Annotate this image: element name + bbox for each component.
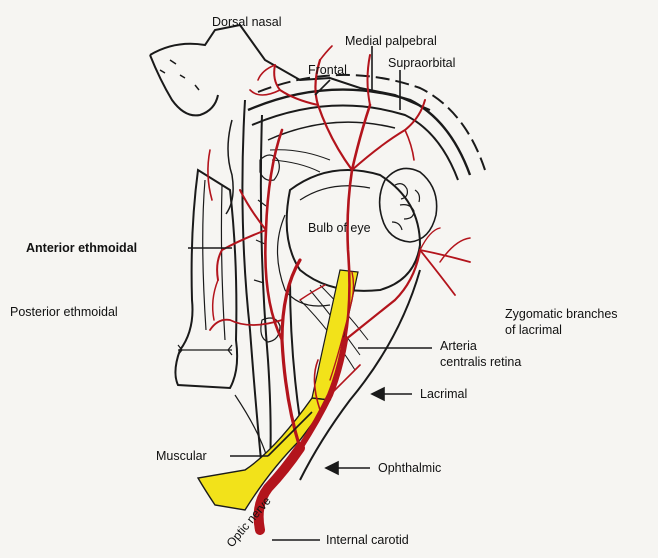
label-frontal: Frontal bbox=[308, 63, 347, 77]
label-medial-palpebral: Medial palpebral bbox=[345, 34, 437, 48]
label-anterior-ethmoidal: Anterior ethmoidal bbox=[26, 241, 137, 255]
label-zygomatic-line1: Zygomatic branches bbox=[505, 307, 618, 321]
label-muscular: Muscular bbox=[156, 449, 207, 463]
label-supraorbital: Supraorbital bbox=[388, 56, 455, 70]
label-dorsal-nasal: Dorsal nasal bbox=[212, 15, 281, 29]
label-arteria-line1: Arteria bbox=[440, 339, 477, 353]
label-lacrimal: Lacrimal bbox=[420, 387, 467, 401]
label-internal-carotid: Internal carotid bbox=[326, 533, 409, 547]
labels: Dorsal nasal Medial palpebral Frontal Su… bbox=[10, 15, 618, 550]
label-arteria-line2: centralis retina bbox=[440, 355, 521, 369]
label-ophthalmic: Ophthalmic bbox=[378, 461, 441, 475]
label-bulb-of-eye: Bulb of eye bbox=[308, 221, 371, 235]
label-posterior-ethmoidal: Posterior ethmoidal bbox=[10, 305, 118, 319]
label-zygomatic-line2: of lacrimal bbox=[505, 323, 562, 337]
orbital-roof bbox=[248, 75, 485, 180]
